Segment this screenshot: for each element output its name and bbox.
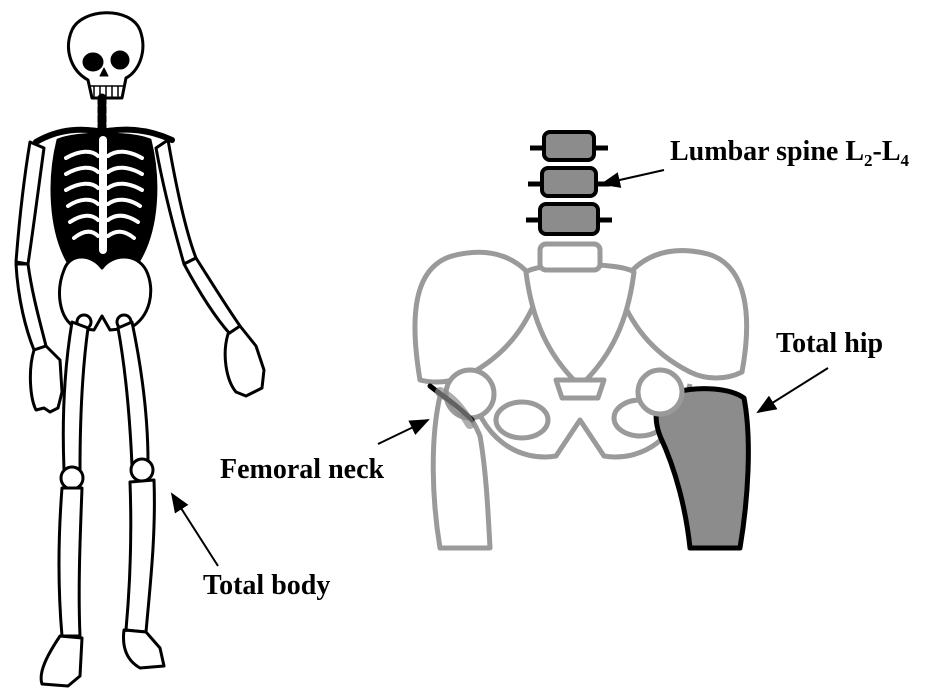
label-femoral-neck: Femoral neck	[220, 456, 384, 484]
lumbar-vertebrae	[526, 132, 612, 234]
left-femoral-head	[446, 370, 494, 418]
vertebra-l4	[540, 204, 598, 234]
left-upper-arm	[16, 142, 44, 264]
label-total-hip: Total hip	[776, 330, 883, 358]
label-total-body: Total body	[203, 572, 330, 600]
right-femur	[118, 322, 148, 466]
arrow-total-body	[172, 494, 218, 566]
right-upper-arm	[156, 140, 196, 264]
left-foot	[41, 636, 82, 686]
arrow-lumbar-spine	[602, 170, 664, 184]
sacrum	[526, 265, 634, 387]
label-lumbar-spine-text: Lumbar spine L	[670, 136, 864, 167]
eye-socket-left	[84, 54, 102, 70]
vertebra-l2	[544, 132, 594, 160]
right-knee	[131, 459, 153, 481]
label-lumbar-spine-sub1: 2	[864, 151, 873, 170]
label-lumbar-spine-dash: -L	[873, 136, 901, 167]
left-forearm	[16, 264, 46, 350]
right-iliac-wing	[618, 251, 747, 378]
lower-lumbar-vertebra	[540, 244, 600, 270]
left-knee	[61, 467, 83, 489]
obturator-left	[496, 402, 548, 438]
left-hand	[30, 346, 62, 412]
label-lumbar-spine-sub2: 4	[901, 151, 910, 170]
arrow-total-hip	[758, 368, 828, 412]
right-femoral-head	[638, 370, 682, 414]
right-forearm	[184, 258, 240, 334]
vertebra-l3	[542, 168, 596, 196]
right-foot	[124, 630, 164, 668]
right-tibia	[126, 480, 154, 632]
skeleton-pelvis	[60, 257, 151, 330]
eye-socket-right	[112, 52, 128, 68]
left-iliac-wing	[415, 252, 540, 382]
right-hand	[225, 326, 264, 396]
left-femur	[63, 322, 88, 470]
skull	[69, 13, 143, 98]
left-tibia	[59, 488, 82, 636]
right-proximal-femur-highlight	[638, 370, 748, 548]
arrow-femoral-neck	[378, 420, 428, 444]
label-lumbar-spine: Lumbar spine L2-L4	[670, 138, 909, 169]
